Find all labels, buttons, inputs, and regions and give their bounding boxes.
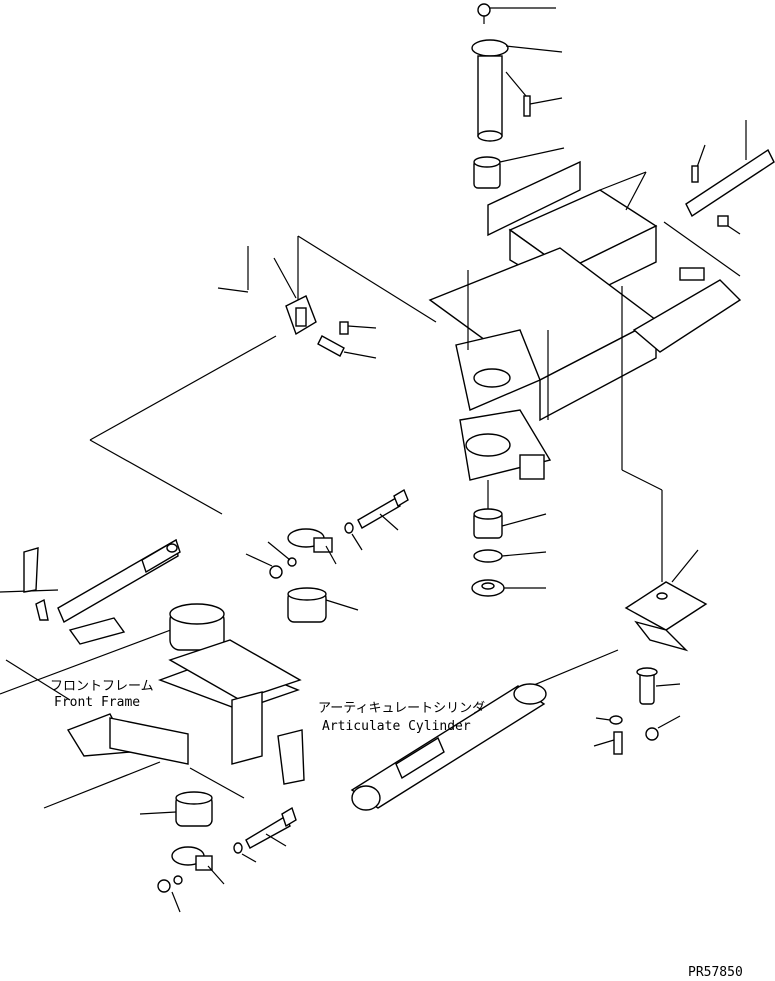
front-frame: [0, 538, 305, 809]
lower-bushing: [473, 508, 503, 539]
rear-bracket-plate: [632, 267, 742, 353]
stay-bar: [685, 148, 775, 218]
stopper-block: [285, 295, 317, 336]
drawing-number: PR57850: [688, 965, 743, 980]
lock-pin: [523, 95, 531, 117]
front-frame-en-label: Front Frame: [54, 695, 140, 710]
bolt-pin: [317, 335, 377, 359]
castle-nut: [471, 579, 505, 597]
grease-fitting-lower: [645, 727, 659, 741]
nut-lower: [157, 879, 171, 893]
articulate-cylinder: [350, 683, 547, 811]
clamp-bracket-upper: [287, 528, 333, 553]
cylinder-en-label: Articulate Cylinder: [322, 719, 471, 734]
rear-frame: [428, 160, 658, 481]
front-frame-link-bar: [141, 538, 181, 574]
cylinder-mount-bracket: [624, 581, 708, 652]
clamp-bracket-lower: [171, 846, 213, 871]
rubber-mount-upper: [287, 587, 327, 623]
grease-fitting-top: [477, 3, 491, 24]
upper-pin: [471, 39, 509, 142]
cylinder-jp-label: アーティキュレートシリンダ: [318, 701, 485, 716]
mount-bolt-lower: [245, 806, 297, 849]
cylinder-pin: [636, 667, 658, 705]
rubber-mount-lower: [175, 791, 213, 827]
small-pin: [339, 321, 377, 335]
lock-washer: [473, 549, 503, 563]
nut-upper: [269, 565, 283, 579]
small-bolt: [613, 731, 623, 755]
front-frame-jp-label: フロントフレーム: [50, 679, 154, 694]
upper-bushing: [473, 156, 501, 189]
cable-clip: [217, 246, 249, 293]
mount-bolt: [357, 488, 409, 529]
